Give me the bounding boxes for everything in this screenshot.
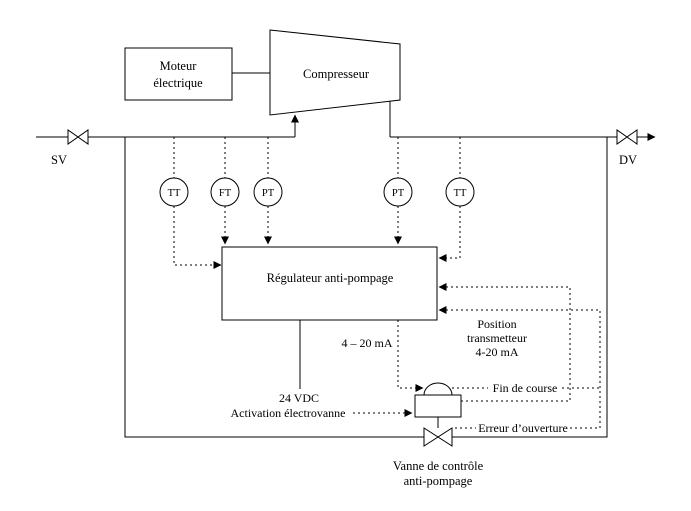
ft-tag: FT bbox=[219, 188, 232, 199]
suction-valve-symbol bbox=[67, 129, 89, 145]
process-piping: SV DV bbox=[36, 101, 656, 438]
controller-output-signals: 4 – 20 mA 24 VDC Activation électrovanne bbox=[231, 320, 424, 420]
equipment: Moteur électrique Compresseur bbox=[124, 29, 401, 116]
pt2-tag: PT bbox=[392, 188, 405, 199]
motor-box bbox=[124, 47, 233, 101]
position-transmitter-label-line2: transmetteur bbox=[467, 331, 527, 345]
recycle-line-right bbox=[452, 137, 608, 438]
valve-actuator-body bbox=[414, 394, 462, 418]
position-transmitter-label-line1: Position bbox=[477, 317, 516, 331]
feedback-trunk-signal-line bbox=[438, 306, 601, 428]
suction-valve-left-triangle bbox=[67, 129, 79, 145]
valve-feedback-signals: Position transmetteur 4-20 mA Fin de cou… bbox=[438, 283, 601, 435]
discharge-valve-left-triangle bbox=[616, 129, 628, 145]
discharge-valve-label: DV bbox=[619, 153, 637, 167]
controller-label: Régulateur anti-pompage bbox=[267, 271, 394, 285]
position-transmitter-label-line3: 4-20 mA bbox=[476, 345, 519, 359]
motor-label-line2: électrique bbox=[153, 76, 203, 90]
control-valve-label-line2: anti-pompage bbox=[404, 474, 473, 488]
power-supply-label: 24 VDC bbox=[279, 391, 319, 405]
suction-valve-label: SV bbox=[51, 153, 67, 167]
tt2-tag: TT bbox=[454, 188, 467, 199]
control-valve-right-triangle bbox=[437, 427, 453, 447]
position-transmitter-signal-line bbox=[438, 283, 571, 402]
tt1-signal-line bbox=[173, 206, 222, 269]
limit-switch-label: Fin de course bbox=[493, 381, 558, 395]
tt2-signal-line bbox=[438, 206, 461, 262]
suction-valve-right-triangle bbox=[77, 129, 89, 145]
control-valve-left-triangle bbox=[423, 427, 439, 447]
anti-surge-controller: Régulateur anti-pompage bbox=[221, 246, 438, 321]
motor-label-line1: Moteur bbox=[160, 59, 198, 73]
discharge-valve-right-triangle bbox=[626, 129, 638, 145]
solenoid-activation-label: Activation électrovanne bbox=[231, 406, 346, 420]
valve-actuator-dome bbox=[423, 382, 453, 396]
instruments: TT FT PT PT TT bbox=[159, 137, 475, 269]
compressor-body bbox=[269, 29, 401, 116]
discharge-valve-symbol bbox=[616, 129, 638, 145]
output-4-20ma-signal-line bbox=[397, 320, 424, 392]
pt1-tag: PT bbox=[262, 188, 275, 199]
recycle-line-left bbox=[124, 137, 424, 438]
opening-error-label: Erreur d’ouverture bbox=[478, 421, 568, 435]
controller-box bbox=[221, 246, 438, 321]
output-4-20ma-label: 4 – 20 mA bbox=[342, 336, 393, 350]
anti-surge-control-valve: Vanne de contrôle anti-pompage bbox=[393, 382, 484, 488]
tt1-tag: TT bbox=[168, 188, 181, 199]
control-valve-label-line1: Vanne de contrôle bbox=[393, 459, 484, 473]
compressor-label: Compresseur bbox=[303, 67, 370, 81]
